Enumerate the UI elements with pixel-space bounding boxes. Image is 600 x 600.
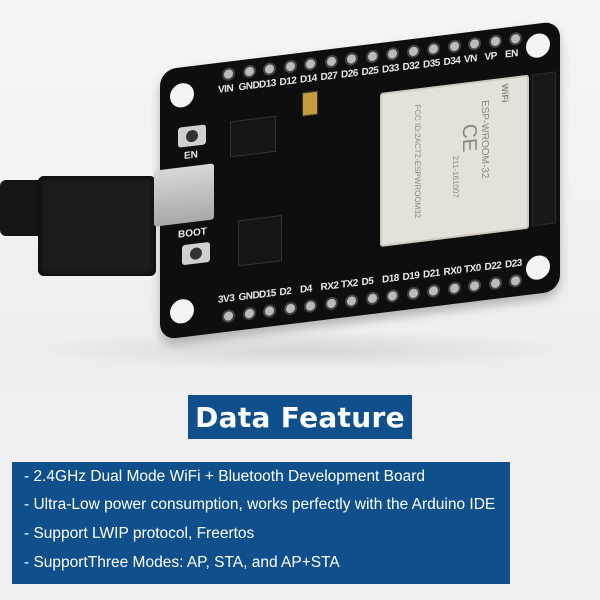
pin-label: D19 bbox=[402, 270, 420, 284]
module-fcc-id: FCC ID:2AC7Z-ESPWROOM32 bbox=[413, 103, 422, 219]
header-pin bbox=[242, 306, 256, 321]
header-pin bbox=[427, 41, 440, 57]
pin-label: D12 bbox=[279, 75, 297, 89]
usb-plug bbox=[38, 176, 156, 276]
boot-button bbox=[182, 241, 210, 266]
boot-label: BOOT bbox=[178, 226, 207, 241]
header-pin bbox=[488, 34, 502, 49]
pin-label: D5 bbox=[361, 275, 374, 289]
en-button bbox=[178, 124, 206, 148]
header-pin bbox=[324, 296, 338, 311]
mount-hole bbox=[170, 81, 194, 109]
header-pin bbox=[263, 61, 276, 77]
module-cert: 211-161007 bbox=[451, 155, 460, 199]
header-pin bbox=[488, 276, 502, 291]
wifi-logo-icon: WiFi bbox=[500, 83, 510, 104]
mount-hole bbox=[526, 32, 550, 60]
header-pin bbox=[365, 291, 379, 306]
module-model: ESP-WROOM-32 bbox=[479, 99, 490, 180]
pin-label: D33 bbox=[382, 62, 399, 76]
pin-label: D27 bbox=[320, 70, 338, 84]
pin-label: D4 bbox=[300, 283, 312, 296]
header-pin bbox=[324, 54, 338, 69]
board-shadow bbox=[20, 330, 580, 370]
pin-label: D32 bbox=[402, 60, 420, 74]
pin-label: TX0 bbox=[464, 262, 481, 276]
header-pin bbox=[365, 49, 379, 64]
pin-label: D14 bbox=[300, 72, 317, 86]
pin-label: D15 bbox=[259, 287, 276, 301]
ce-mark: CE bbox=[458, 122, 480, 154]
pin-label: D34 bbox=[443, 55, 461, 69]
header-pin bbox=[345, 293, 358, 309]
pin-label: D21 bbox=[423, 267, 440, 281]
header-pin bbox=[386, 288, 399, 304]
regulator-chip bbox=[230, 115, 276, 158]
header-pin bbox=[509, 273, 522, 289]
header-pin bbox=[263, 303, 276, 319]
header-pin bbox=[406, 286, 420, 301]
pin-label: D26 bbox=[341, 67, 358, 81]
pin-label: EN bbox=[505, 48, 518, 61]
pin-label: D35 bbox=[423, 57, 440, 71]
header-pin bbox=[304, 56, 317, 72]
usb-uart-chip bbox=[238, 215, 282, 267]
header-pin bbox=[283, 59, 297, 74]
pin-label: GND bbox=[238, 79, 260, 94]
header-pin bbox=[304, 298, 317, 314]
pin-label: D25 bbox=[361, 65, 379, 79]
esp-wroom-32-module: ESP-WROOM-32 FCC ID:2AC7Z-ESPWROOM32 211… bbox=[380, 74, 529, 247]
feature-item: - SupportThree Modes: AP, STA, and AP+ST… bbox=[24, 554, 340, 571]
header-pin bbox=[222, 308, 235, 324]
feature-item: - Ultra-Low power consumption, works per… bbox=[24, 496, 496, 513]
pin-label: D22 bbox=[484, 260, 502, 274]
section-heading: Data Feature bbox=[188, 395, 412, 439]
header-pin bbox=[468, 36, 481, 52]
header-pin bbox=[447, 281, 461, 296]
header-pin bbox=[386, 46, 399, 62]
header-pin bbox=[447, 39, 461, 54]
header-pin bbox=[468, 278, 481, 294]
feature-item: - 2.4GHz Dual Mode WiFi + Bluetooth Deve… bbox=[24, 468, 426, 485]
micro-usb-port bbox=[154, 163, 214, 227]
feature-item: - Support LWIP protocol, Freertos bbox=[24, 525, 255, 542]
header-pin bbox=[427, 283, 440, 299]
feature-list: - 2.4GHz Dual Mode WiFi + Bluetooth Deve… bbox=[12, 462, 510, 584]
header-pin bbox=[509, 31, 522, 47]
header-pin bbox=[283, 301, 297, 316]
page-title: Data Feature bbox=[195, 400, 405, 434]
mount-hole bbox=[170, 297, 194, 325]
pcb-antenna bbox=[532, 71, 556, 227]
pin-label: VN bbox=[464, 53, 477, 66]
pin-label: GND bbox=[238, 289, 260, 304]
mount-hole bbox=[526, 254, 550, 282]
header-pin bbox=[345, 51, 358, 67]
pin-label: D13 bbox=[259, 77, 276, 91]
pin-label: RX2 bbox=[320, 280, 339, 294]
header-pin bbox=[242, 64, 256, 79]
capacitor bbox=[302, 90, 318, 117]
en-label: EN bbox=[184, 149, 198, 163]
pin-label: VP bbox=[484, 50, 497, 64]
header-pin bbox=[222, 66, 235, 82]
pin-label: TX2 bbox=[341, 277, 358, 291]
pin-label: RX0 bbox=[443, 264, 462, 279]
pin-label: D18 bbox=[382, 272, 399, 286]
pin-label: D23 bbox=[505, 257, 522, 271]
header-pin bbox=[406, 44, 420, 59]
pin-label: VIN bbox=[218, 83, 234, 96]
pin-label: 3V3 bbox=[218, 292, 235, 306]
pin-label: D2 bbox=[279, 285, 292, 299]
